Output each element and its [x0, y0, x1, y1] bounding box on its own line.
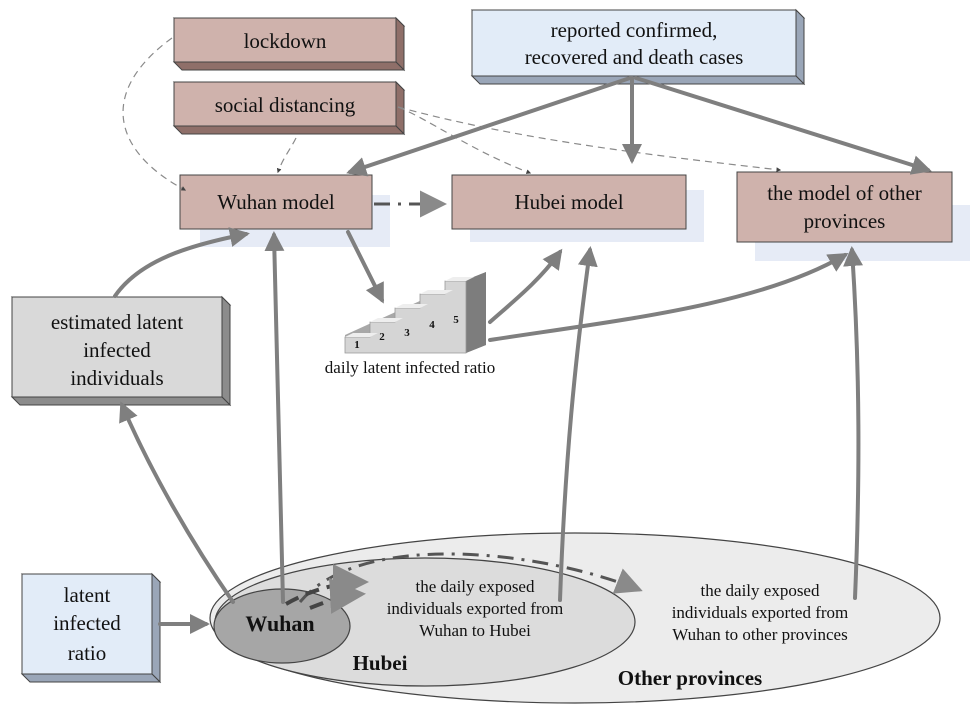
stairs-caption: daily latent infected ratio [324, 358, 496, 377]
estimated-latent-label-3: individuals [70, 366, 164, 390]
wuhan-model-box [179, 174, 373, 230]
hubei-export-label-2: individuals exported from [386, 599, 564, 618]
other-model-label-2: provinces [803, 209, 886, 233]
latent-ratio-label-3: ratio [67, 641, 107, 665]
estimated-latent-label-1: estimated latent [50, 310, 184, 334]
estimated-latent-label-2: infected [83, 338, 151, 362]
estimated-latent-box [10, 295, 232, 407]
other-model-box [736, 171, 953, 243]
stair-step-4: 4 [429, 319, 435, 331]
hubei-model-label: Hubei model [514, 190, 624, 214]
social-distancing-label: social distancing [214, 93, 356, 117]
stair-step-3: 3 [404, 327, 410, 339]
other-model-label-1: the model of other [767, 181, 922, 205]
social-distancing-box [172, 80, 406, 136]
staircase-icon [344, 272, 486, 354]
reported-cases-label-1: reported confirmed, [550, 18, 718, 42]
hubei-model-box [451, 174, 687, 230]
other-export-label-1: the daily exposed [700, 581, 820, 600]
other-export-label-3: Wuhan to other provinces [672, 625, 848, 644]
latent-ratio-label-1: latent [63, 583, 111, 607]
hubei-export-label-1: the daily exposed [415, 577, 535, 596]
hubei-export-label-3: Wuhan to Hubei [419, 621, 531, 640]
lockdown-label: lockdown [243, 29, 327, 53]
stair-step-5: 5 [453, 314, 459, 326]
lockdown-box [172, 16, 406, 72]
latent-ratio-box [20, 572, 162, 684]
wuhan-region-label: Wuhan [245, 611, 315, 636]
other-export-label-2: individuals exported from [671, 603, 849, 622]
latent-ratio-label-2: infected [53, 611, 121, 635]
reported-cases-label-2: recovered and death cases [524, 45, 744, 69]
other-region-label: Other provinces [617, 666, 763, 690]
wuhan-model-label: Wuhan model [217, 190, 335, 214]
hubei-region-label: Hubei [352, 651, 408, 675]
stair-step-2: 2 [379, 331, 385, 343]
stair-step-1: 1 [354, 339, 360, 351]
reported-cases-box [470, 8, 806, 86]
